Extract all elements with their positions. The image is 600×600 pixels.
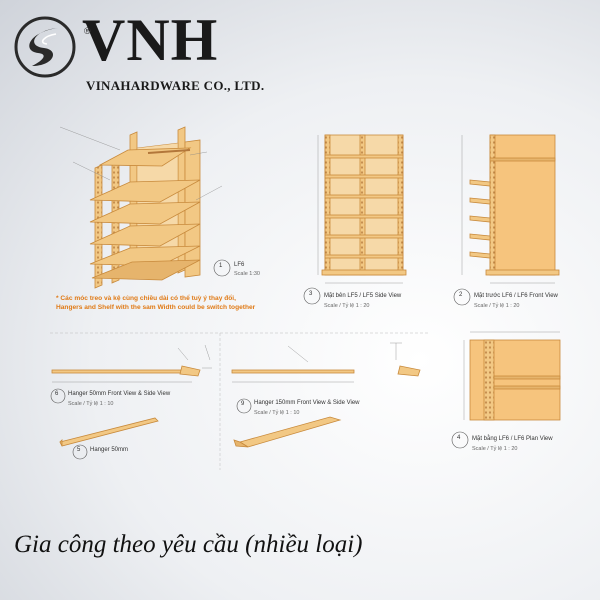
hanger-50-drawing — [51, 344, 212, 383]
plan-view-scale: Scale / Tỷ lệ 1 : 20 — [472, 446, 518, 452]
side-view-number: 3 — [309, 291, 313, 297]
hanger-150-isometric — [233, 416, 342, 448]
brand-name: VNH — [82, 7, 219, 73]
hanger50-view-title: Hanger 50mm Front View & Side View — [68, 391, 171, 397]
view-marker-hanger50 — [50, 388, 66, 404]
side-view-drawing — [317, 134, 407, 284]
view-marker-side — [303, 287, 321, 305]
view-marker-hanger50-iso — [72, 444, 88, 460]
registered-mark: ® — [84, 26, 91, 36]
plan-view-number: 4 — [457, 435, 461, 441]
view-marker-hanger150 — [236, 398, 252, 414]
hanger150-view-scale: Scale / Tỷ lệ 1 : 10 — [254, 410, 300, 416]
hanger50-view-number: 6 — [55, 391, 59, 397]
lf6-view-title: LF6 — [234, 262, 245, 268]
hanger50-iso-number: 5 — [77, 447, 81, 453]
front-view-scale: Scale / Tỷ lệ 1 : 20 — [474, 303, 520, 309]
vnh-swirl-icon — [14, 16, 76, 78]
view-marker-plan — [451, 431, 469, 449]
lf6-view-scale: Scale 1:30 — [234, 271, 260, 277]
hanger-150-drawing — [231, 342, 421, 383]
hanger150-view-title: Hanger 150mm Front View & Side View — [254, 400, 360, 406]
front-view-number: 2 — [459, 292, 463, 298]
view-marker-front — [453, 288, 471, 306]
side-view-title: Mặt bên LF5 / LF5 Side View — [324, 293, 402, 299]
front-view-drawing — [461, 134, 560, 284]
lf6-view-number: 1 — [219, 263, 223, 269]
hanger50-view-scale: Scale / Tỷ lệ 1 : 10 — [68, 401, 114, 407]
brand-logo: VNH ® VINAHARDWARE CO., LTD. — [14, 10, 274, 94]
company-name: VINAHARDWARE CO., LTD. — [86, 78, 265, 93]
hanger-50-isometric — [59, 417, 159, 447]
isometric-shelf-view — [59, 126, 223, 289]
hanger50-iso-title: Hanger 50mm — [90, 447, 129, 453]
caption: Gia công theo yêu cầu (nhiều loại) — [14, 531, 363, 558]
hanger150-view-number: 9 — [241, 401, 245, 407]
view-marker-lf6 — [213, 259, 231, 277]
switch-note-en: Hangers and Shelf with the sam Width cou… — [56, 304, 256, 311]
plan-view-drawing — [463, 331, 561, 421]
side-view-scale: Scale / Tỷ lệ 1 : 20 — [324, 303, 370, 309]
plan-view-title: Mặt bằng LF6 / LF6 Plan View — [472, 436, 553, 442]
switch-note: * Các móc treo và kệ cùng chiều dài có t… — [56, 294, 286, 312]
front-view-title: Mặt trước LF6 / LF6 Front View — [474, 293, 558, 299]
switch-note-vi: * Các móc treo và kệ cùng chiều dài có t… — [56, 295, 236, 302]
